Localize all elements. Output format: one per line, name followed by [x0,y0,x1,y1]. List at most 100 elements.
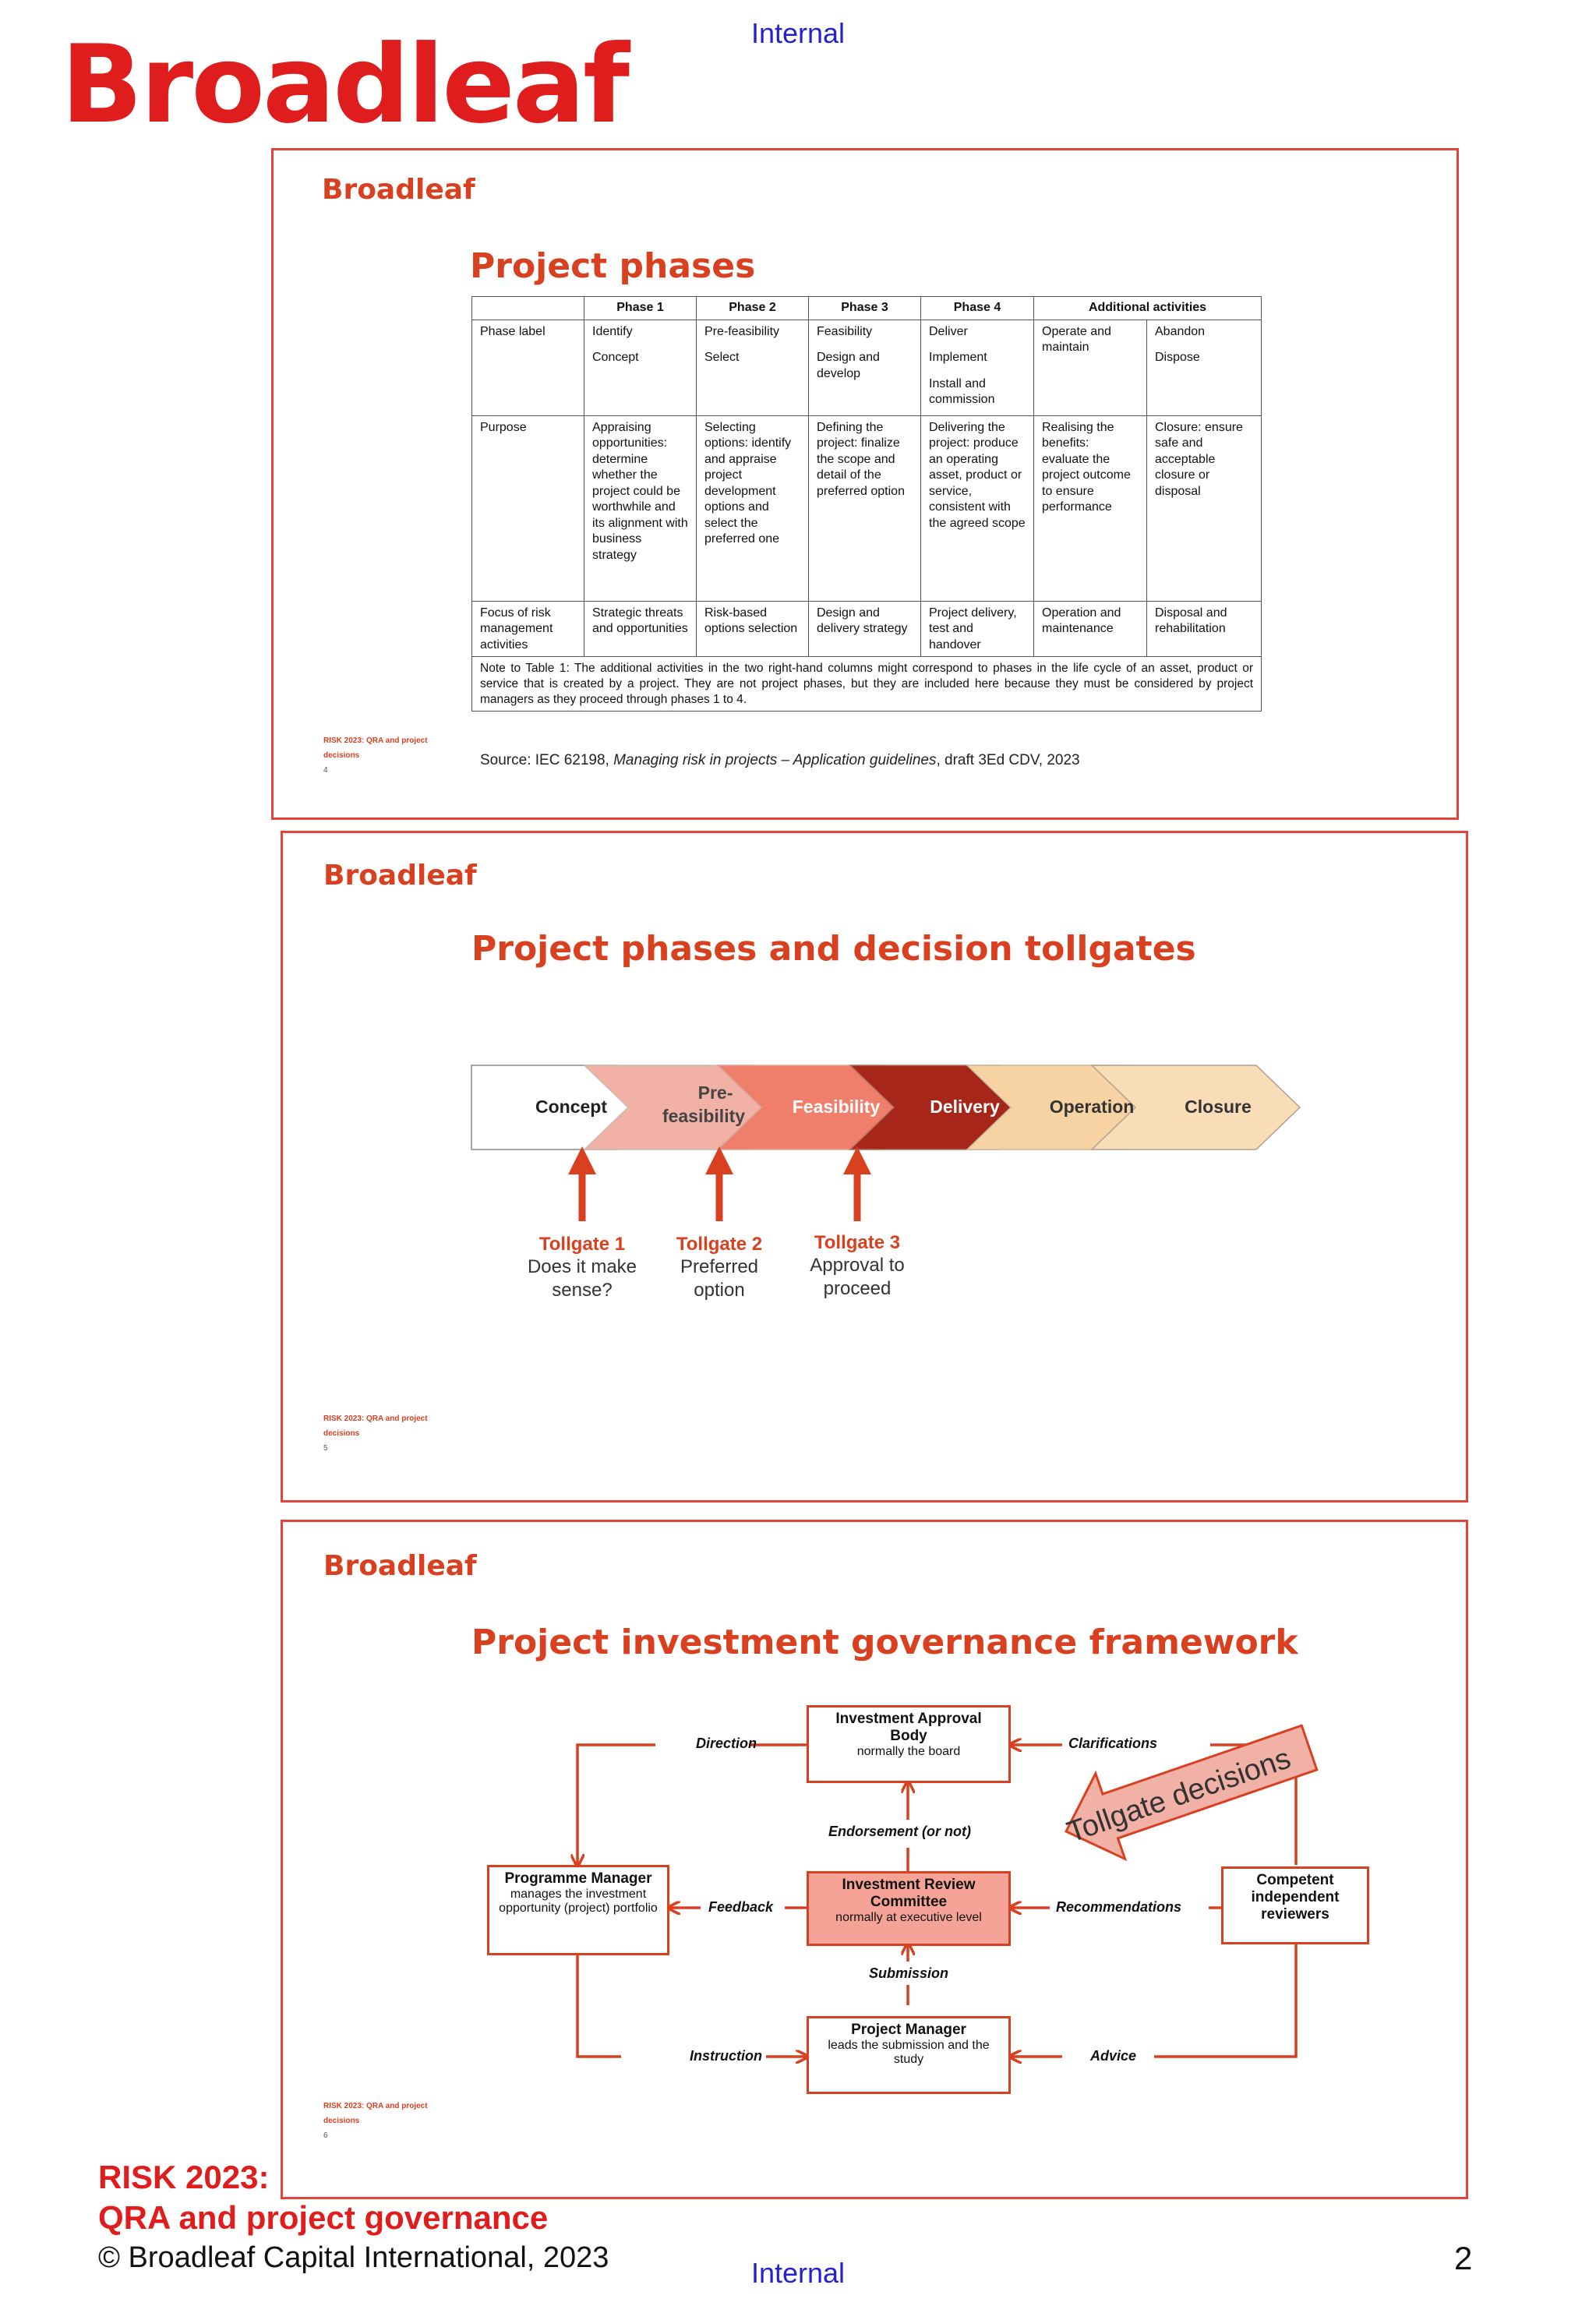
source-title: Managing risk in projects – Application … [613,752,937,768]
label-advice: Advice [1090,2048,1137,2064]
chevron-closure [1090,1065,1301,1150]
tollgate-3: Tollgate 3 Approval to proceed [787,1232,927,1301]
phase-label-line: feasibility [662,1106,746,1126]
broadleaf-logo: Broadleaf [61,22,630,147]
cell-line: Dispose [1155,351,1200,364]
table-row: Focus of risk management activities Stra… [471,600,1262,657]
table-header-cell: Phase 4 [920,296,1034,320]
box-title: Programme Manager [504,1870,652,1887]
tollgate-line: Does it make [527,1256,637,1277]
phase-label-closure: Closure [1185,1096,1252,1117]
table-cell: Strategic threats and opportunities [584,600,697,657]
cell-line: Identify [592,324,633,338]
table-cell: Selecting options: identify and appraise… [696,415,809,602]
cell-line: Concept [592,351,639,364]
box-subtitle: normally the board [856,1745,961,1758]
project-manager-box: Project Manager leads the submission and… [807,2016,1011,2094]
footnote-line: RISK 2023: QRA and project [323,736,428,745]
tollgate-line: proceed [823,1278,892,1299]
slide-project-phases: Broadleaf Project phases Phase 1 Phase 2… [271,148,1459,820]
phase-label-delivery: Delivery [930,1096,1000,1117]
table-cell: Realising the benefits: evaluate the pro… [1033,415,1147,602]
label-recommendations: Recommendations [1056,1899,1182,1915]
instruction-connector [576,1946,621,2058]
tollgate-title: Tollgate 2 [676,1234,763,1255]
footnote-line: RISK 2023: QRA and project [323,1414,428,1423]
table-cell: Delivering the project: produce an opera… [920,415,1034,602]
label-submission: Submission [869,1965,949,1981]
box-subtitle: leads the submission and the study [828,2039,990,2066]
table-header-cell [471,296,584,320]
slide-title: Project investment governance framework [471,1623,1298,1662]
cell-line: Feasibility [817,324,873,338]
tollgate-title: Tollgate 3 [814,1232,901,1253]
label-clarifications: Clarifications [1068,1736,1158,1751]
cell-line: Implement [929,351,987,364]
row-label: Focus of risk management activities [471,600,584,657]
table-cell: Disposal and rehabilitation [1146,600,1262,657]
tollgate-title: Tollgate 1 [538,1234,626,1255]
table-header-cell: Additional activities [1033,296,1262,320]
source-suffix: , draft 3Ed CDV, 2023 [936,752,1080,768]
table-cell: Appraising opportunities: determine whet… [584,415,697,602]
phase-chevron-diagram [471,1065,1301,1221]
source-prefix: Source: IEC 62198, [480,752,614,768]
table-header-cell: Phase 1 [584,296,697,320]
footnote-page: 5 [323,1444,328,1453]
table-cell: Closure: ensure safe and acceptable clos… [1146,415,1262,602]
cell-line: Design and develop [817,351,880,380]
box-title: Investment Review [842,1877,976,1893]
box-title: Body [890,1728,927,1744]
footer-title-2: QRA and project governance [98,2199,549,2236]
competent-reviewers-box: Competent independent reviewers [1221,1866,1369,1944]
internal-label-top: Internal [750,17,846,49]
footnote-page: 6 [323,2131,328,2140]
footnote-line: RISK 2023: QRA and project [323,2102,428,2110]
direction-connector [577,1743,655,1865]
phase-label-feasibility: Feasibility [792,1096,881,1117]
slide-governance-framework: Broadleaf Project investment governance … [281,1520,1468,2199]
box-subtitle: manages the investment opportunity (proj… [499,1888,658,1915]
row-label: Purpose [471,415,584,602]
investment-approval-body-box: Investment Approval Body normally the bo… [807,1705,1011,1783]
table-cell: Design and delivery strategy [808,600,921,657]
label-direction: Direction [696,1736,757,1751]
slide-title: Project phases [470,246,756,286]
slide-footnote: RISK 2023: QRA and project decisions 6 [323,2099,428,2143]
tollgate-decisions-arrow [1064,1724,1319,1862]
cell-line: Operate and maintain [1042,324,1111,355]
label-instruction: Instruction [690,2048,762,2064]
copyright: © Broadleaf Capital International, 2023 [98,2241,609,2274]
slide-footnote: RISK 2023: QRA and project decisions 5 [323,1411,428,1456]
box-title: reviewers [1261,1906,1329,1923]
programme-manager-box: Programme Manager manages the investment… [487,1865,669,1955]
phase-label-prefeasibility: Pre- feasibility [649,1081,758,1128]
tollgate-line: sense? [552,1280,613,1301]
footnote-line: decisions [323,2117,360,2125]
internal-label-bottom: Internal [750,2257,846,2289]
footer-title-1: RISK 2023: [98,2159,270,2195]
box-title: Committee [870,1894,948,1910]
box-title: Project Manager [851,2022,966,2038]
table-cell: Project delivery, test and handover [920,600,1034,657]
footnote-page: 4 [323,766,328,775]
table-cell: Defining the project: finalize the scope… [808,415,921,602]
cell-line: Abandon [1155,324,1206,338]
phase-label-operation: Operation [1049,1096,1135,1117]
source-citation: Source: IEC 62198, Managing risk in proj… [480,752,1080,769]
footnote-line: decisions [323,1429,360,1438]
table-header-cell: Phase 3 [808,296,921,320]
table-cell: Operation and maintenance [1033,600,1147,657]
slide-tollgates: Broadleaf Project phases and decision to… [281,831,1468,1503]
table-note: Note to Table 1: The additional activiti… [471,656,1262,712]
cell-line: Deliver [929,324,968,338]
box-title: Competent [1256,1872,1334,1888]
phases-table-wrap: Phase 1 Phase 2 Phase 3 Phase 4 Addition… [471,296,1262,712]
box-subtitle: normally at executive level [835,1911,982,1924]
tollgate-line: option [694,1280,745,1301]
